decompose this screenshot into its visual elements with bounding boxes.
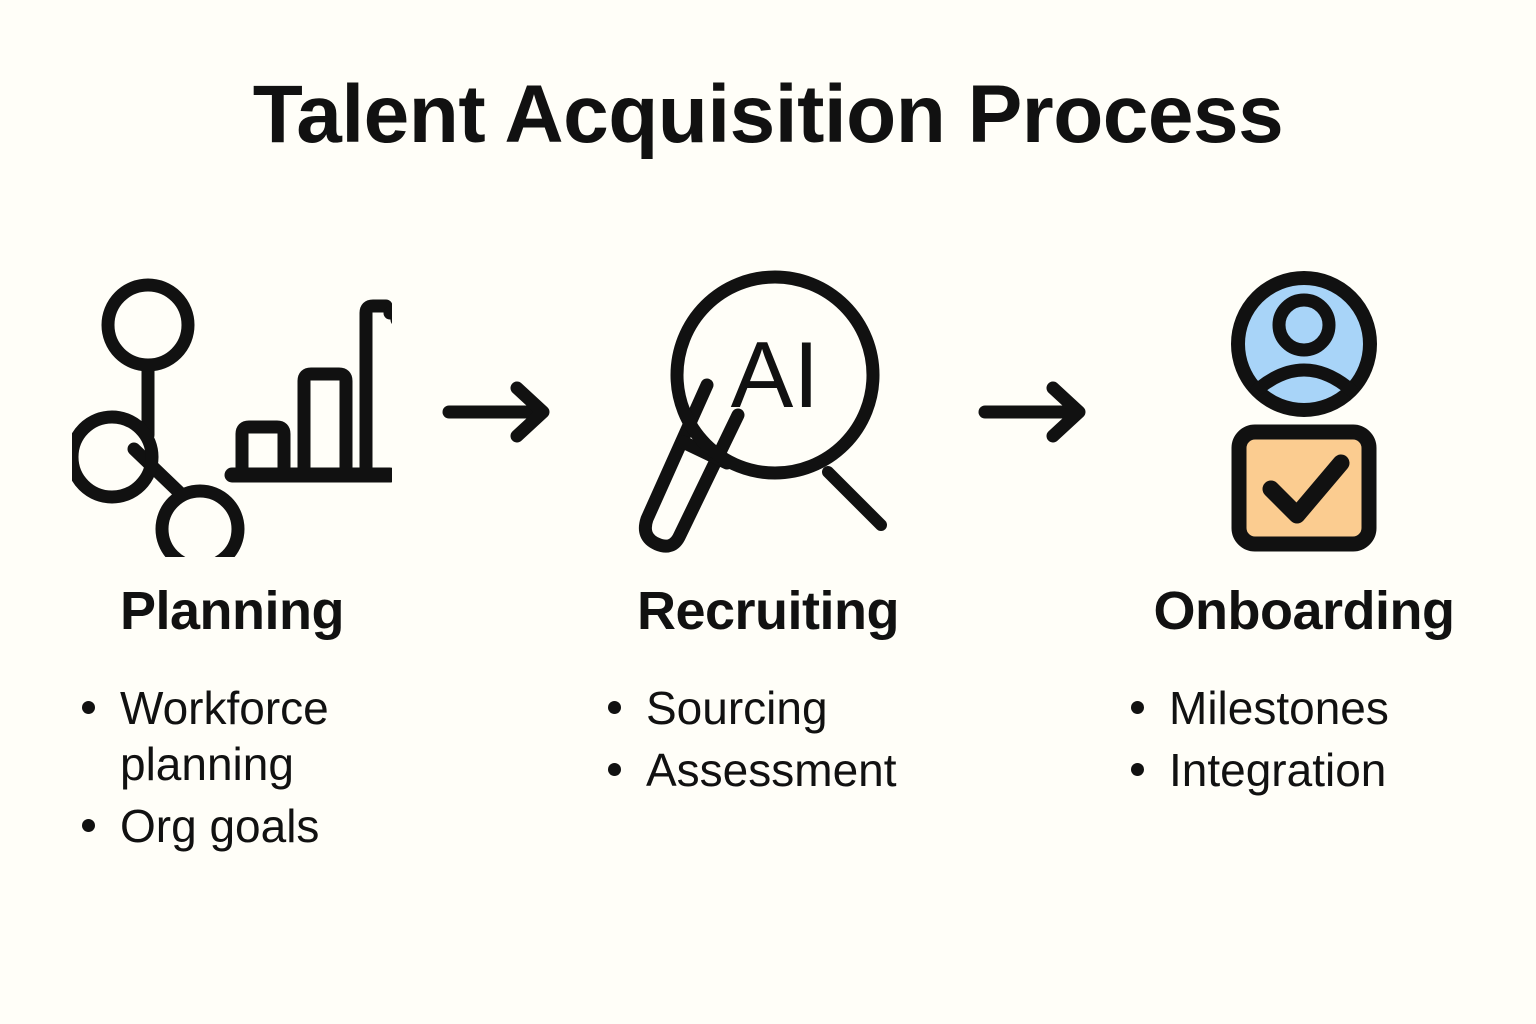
bullet-dot-icon — [608, 763, 621, 777]
magnifier-ai-icon: AI — [638, 270, 887, 553]
bullet-text: Milestones — [1169, 682, 1389, 734]
bullet-dot-icon — [82, 701, 95, 714]
bullet-text: Sourcing — [646, 682, 828, 734]
page-title: Talent Acquisition Process — [252, 69, 1284, 160]
arrow-recruiting-to-onboarding — [968, 262, 1104, 562]
bullet-text: Integration — [1169, 744, 1387, 797]
step-heading-recruiting: Recruiting — [636, 581, 900, 641]
list-item: Org goals — [74, 798, 404, 854]
bullet-text: Workforce planning — [120, 682, 329, 791]
checkbox — [1231, 424, 1377, 552]
list-item: Milestones — [1123, 680, 1503, 736]
avatar — [1231, 271, 1377, 417]
bullet-dot-icon — [82, 819, 95, 833]
bullet-dot-icon — [1131, 763, 1144, 777]
bullet-text: Org goals — [120, 800, 320, 853]
onboarding-icon-area — [1104, 262, 1504, 562]
bullet-text: Assessment — [646, 744, 897, 797]
planning-bullet-list: Workforce planning Org goals — [60, 680, 404, 860]
onboarding-bullet-list: Milestones Integration — [1105, 680, 1503, 804]
process-flow-row: Planning Workforce planning Org goals — [0, 262, 1536, 860]
check-icon — [1262, 454, 1350, 524]
bullet-dot-icon — [1131, 701, 1144, 714]
recruiting-bullet-list: Sourcing Assessment — [576, 680, 960, 804]
right-arrow-icon — [442, 381, 550, 443]
planning-icon-area — [32, 262, 432, 562]
list-item: Assessment — [600, 742, 960, 798]
process-step-planning: Planning Workforce planning Org goals — [32, 262, 432, 860]
step-heading-planning: Planning — [120, 581, 345, 641]
process-step-recruiting: AI Recruiting Sourcing Assessment — [568, 262, 968, 804]
right-arrow-icon — [978, 381, 1086, 443]
list-item: Workforce planning — [74, 680, 404, 792]
network-nodes-and-bar-chart-icon — [72, 278, 392, 557]
person-avatar-and-checkbox-icon — [1231, 271, 1377, 552]
recruiting-icon-area: AI — [568, 262, 968, 562]
magnifier-ai-label: AI — [731, 322, 820, 427]
list-item: Sourcing — [600, 680, 960, 736]
step-heading-onboarding: Onboarding — [1153, 581, 1455, 641]
arrow-planning-to-recruiting — [432, 262, 568, 562]
bullet-dot-icon — [608, 701, 621, 714]
process-step-onboarding: Onboarding Milestones Integration — [1104, 262, 1504, 804]
list-item: Integration — [1123, 742, 1503, 798]
